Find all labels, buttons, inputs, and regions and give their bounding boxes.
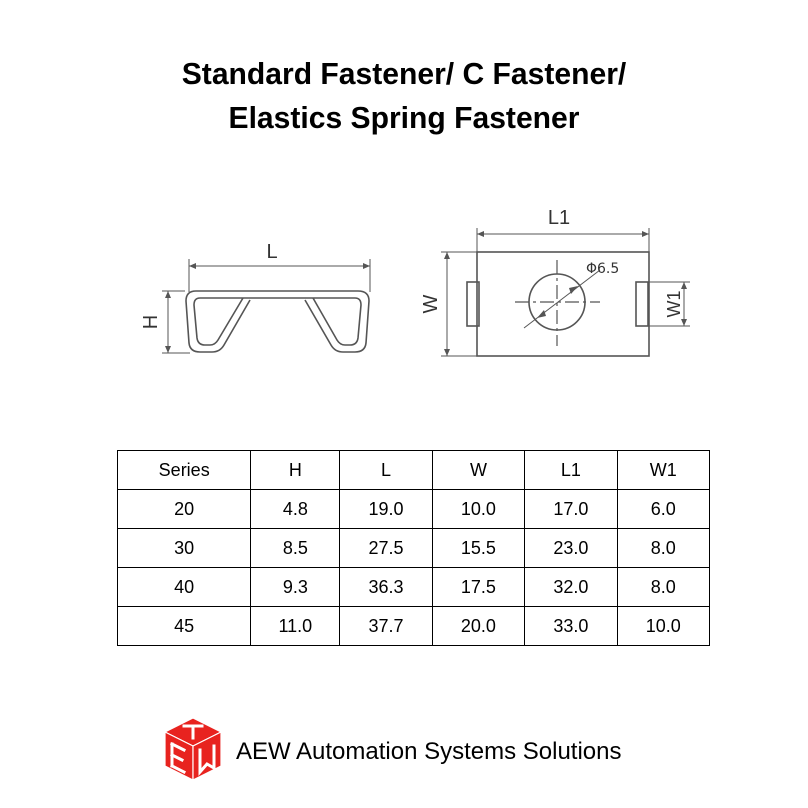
cell-h: 9.3 [250, 567, 341, 607]
cell-l: 37.7 [339, 606, 433, 646]
header-l: L [339, 450, 433, 490]
cell-l: 36.3 [339, 567, 433, 607]
header-w: W [431, 450, 526, 490]
cell-l: 27.5 [339, 528, 433, 568]
cell-h: 8.5 [250, 528, 341, 568]
side-view-drawing [162, 259, 371, 354]
cell-h: 4.8 [250, 489, 341, 529]
cell-series: 20 [116, 489, 252, 529]
cell-series: 30 [116, 528, 252, 568]
footer: AEW Automation Systems Solutions [162, 716, 722, 788]
cell-l1: 17.0 [524, 489, 618, 529]
title-line-1: Standard Fastener/ C Fastener/ [181, 56, 627, 91]
technical-drawing: L H L1 W W1 Φ6.5 [140, 207, 690, 357]
cell-l1: 23.0 [524, 528, 618, 568]
table-row: 20 4.8 19.0 10.0 17.0 6.0 [116, 489, 711, 529]
cell-w1: 10.0 [616, 606, 711, 646]
company-name: AEW Automation Systems Solutions [236, 738, 622, 765]
top-view-drawing [441, 228, 690, 357]
aew-logo-cube-icon [164, 717, 222, 781]
cell-w: 17.5 [431, 567, 526, 607]
header-l1: L1 [524, 450, 618, 490]
table-row: 45 11.0 37.7 20.0 33.0 10.0 [116, 606, 711, 646]
cell-w: 10.0 [431, 489, 526, 529]
cell-l1: 33.0 [524, 606, 618, 646]
title-line-2: Elastics Spring Fastener [228, 100, 580, 135]
header-series: Series [116, 450, 252, 490]
cell-l1: 32.0 [524, 567, 618, 607]
table-header-row: Series H L W L1 W1 [116, 450, 711, 490]
cell-w1: 8.0 [616, 567, 711, 607]
cell-w: 15.5 [431, 528, 526, 568]
cell-series: 40 [116, 567, 252, 607]
cell-h: 11.0 [250, 606, 341, 646]
hole-diameter-label: Φ6.5 [586, 261, 619, 277]
table-row: 40 9.3 36.3 17.5 32.0 8.0 [116, 567, 711, 607]
side-length-label: L [266, 241, 277, 263]
table-row: 30 8.5 27.5 15.5 23.0 8.0 [116, 528, 711, 568]
cell-l: 19.0 [339, 489, 433, 529]
spec-table: Series H L W L1 W1 20 4.8 19.0 10.0 17.0… [116, 450, 711, 646]
top-length-label: L1 [548, 207, 570, 229]
cell-series: 45 [116, 606, 252, 646]
cell-w1: 6.0 [616, 489, 711, 529]
top-width-label: W [420, 294, 442, 313]
header-h: H [250, 450, 341, 490]
side-height-label: H [140, 315, 162, 329]
cell-w1: 8.0 [616, 528, 711, 568]
cell-w: 20.0 [431, 606, 526, 646]
slot-width-label: W1 [664, 291, 684, 318]
page-title: Standard Fastener/ C Fastener/ Elastics … [12, 52, 796, 140]
header-w1: W1 [616, 450, 711, 490]
